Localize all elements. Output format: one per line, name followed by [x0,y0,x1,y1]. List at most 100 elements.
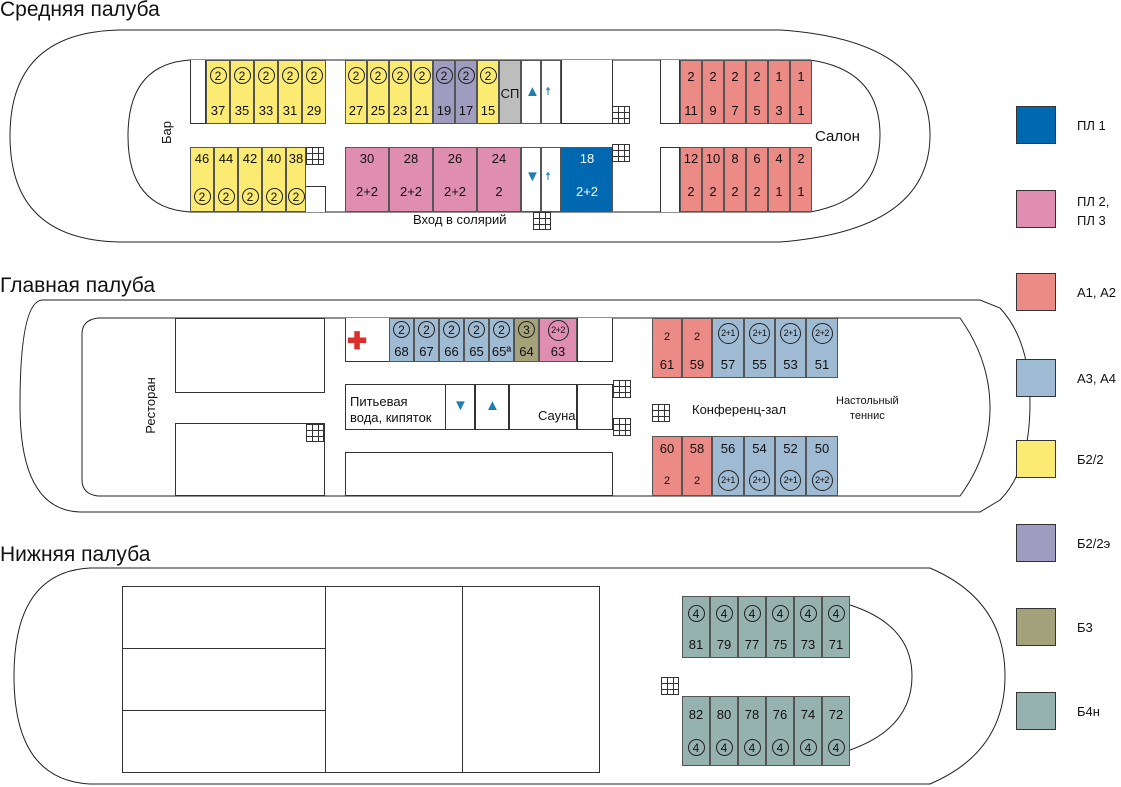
berth-count: 2 [233,67,251,84]
toilet-room: ▲ [521,60,541,124]
service-room-label: СП [500,86,520,101]
sauna-label: Сауна [538,408,576,423]
cabin-number: 26 [447,151,463,166]
berth-count: 2 [209,67,227,84]
drinking-water-label: Питьевая вода, кипяток [350,394,432,425]
berth-count: 2 [418,321,435,338]
berth-count: 4 [715,739,733,756]
berth-count: 2 [687,69,695,84]
berth-count: 2+1 [749,323,770,344]
stairs-icon [661,677,679,695]
hold-room [122,648,326,711]
table-tennis-label: Настольный теннис [836,395,899,422]
legend-swatch [1016,440,1056,478]
cabin-number: 7 [731,103,739,118]
berth-count: 2 [257,67,275,84]
cabin-number: 63 [550,344,566,359]
berth-count: 4 [827,739,845,756]
berth-count: 2 [347,67,365,84]
cabin-number: 2 [797,151,805,166]
berth-count: 2 [443,321,460,338]
cabin-number: 78 [744,707,760,722]
restaurant-room [175,423,325,496]
cabin-number: 1 [797,103,805,118]
berth-count: 2 [753,69,761,84]
berth-count: 2 [193,188,211,205]
corridor-room [561,60,613,124]
cabin-number: 73 [800,637,816,652]
berth-count: 2+2 [575,184,599,199]
cabin-number: 24 [491,151,507,166]
shower-room: ☨ [541,60,561,124]
corridor-divider [660,147,680,212]
cabin-number: 25 [370,103,386,118]
berth-count: 2 [731,184,739,199]
